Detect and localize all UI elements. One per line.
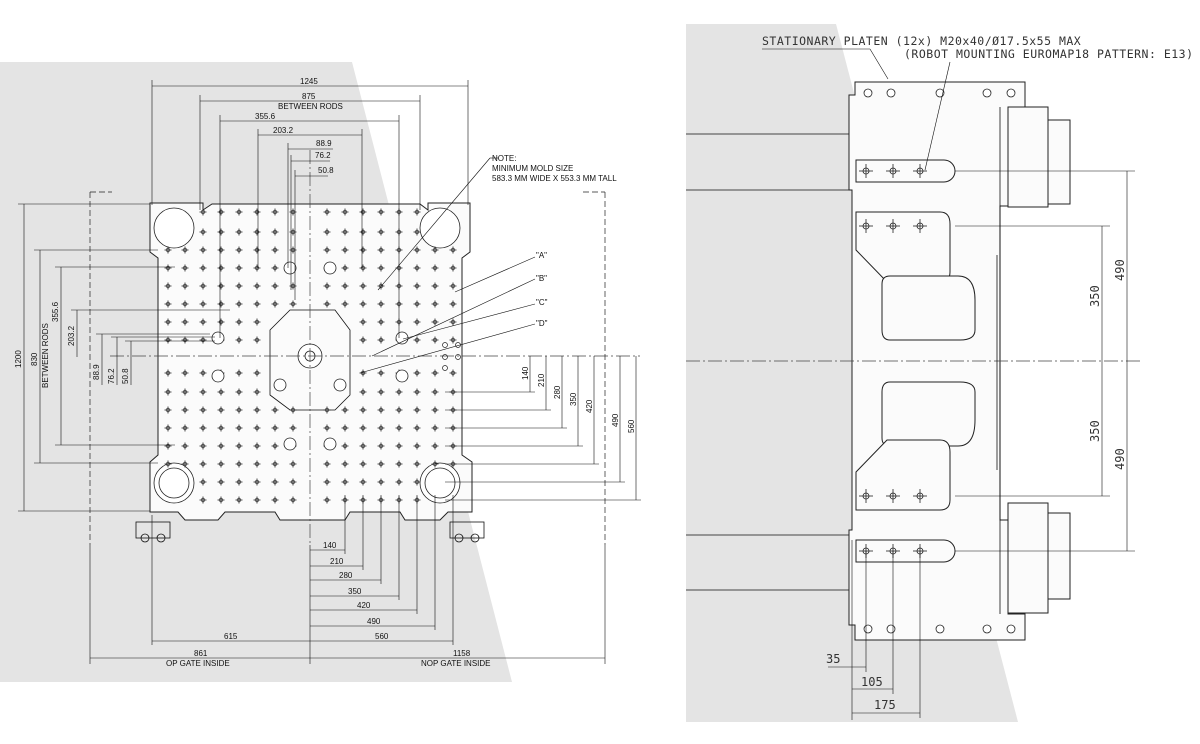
dim-bottom-420: 420	[357, 601, 371, 610]
op-gate-value: 861	[194, 649, 208, 658]
robot-slot-1	[855, 159, 956, 183]
dim-490-lower: 490	[1113, 448, 1127, 470]
locating-ring-pad	[269, 309, 351, 411]
dim-490-upper: 490	[1113, 259, 1127, 281]
dim-830-sub: BETWEEN RODS	[41, 323, 50, 388]
dim-bottom-280: 280	[339, 571, 353, 580]
dim-76-2: 76.2	[315, 151, 331, 160]
note-line-2: 583.3 MM WIDE X 553.3 MM TALL	[492, 174, 617, 183]
callout-d: "D"	[536, 319, 548, 328]
dim-350-upper: 350	[1088, 285, 1102, 307]
top-flange-holes	[863, 88, 1016, 98]
right-bottom-dimensions: 35 105 175	[826, 540, 921, 720]
right-title: STATIONARY PLATEN (12x) M20x40/Ø17.5x55 …	[762, 34, 1194, 171]
nop-gate-value: 1158	[453, 649, 471, 658]
dim-bottom-210: 210	[330, 557, 344, 566]
dim-35: 35	[826, 652, 840, 666]
left-top-dimensions: 1245 875 BETWEEN RODS 355.6 203.2 88.9 7…	[151, 77, 469, 338]
dim-355-6: 355.6	[255, 112, 276, 121]
machine-foot-right	[449, 521, 485, 543]
callout-c: "C"	[536, 298, 548, 307]
dim-right-280: 280	[553, 385, 562, 399]
callout-b: "B"	[536, 274, 547, 283]
dim-right-490: 490	[611, 413, 620, 427]
dim-875: 875	[302, 92, 316, 101]
dim-88-9: 88.9	[316, 139, 332, 148]
dim-50-8: 50.8	[318, 166, 334, 175]
dim-350-lower: 350	[1088, 420, 1102, 442]
dim-bottom-350: 350	[348, 587, 362, 596]
tie-bar-hole-top-left	[153, 207, 195, 249]
dim-1245: 1245	[300, 77, 318, 86]
dim-355-6-left: 355.6	[51, 301, 60, 322]
right-vertical-dimensions: 490 350 350 490	[955, 170, 1135, 552]
tie-bar-hole-top-right	[419, 207, 461, 249]
dim-203-2: 203.2	[273, 126, 294, 135]
dim-bottom-560: 560	[375, 632, 389, 641]
window-cutout-upper	[881, 275, 976, 341]
op-gate-label: OP GATE INSIDE	[166, 659, 230, 668]
left-side-dimensions: 1200 830 BETWEEN RODS 355.6 203.2 88.9 7…	[14, 203, 230, 512]
tie-bar-nut-bottom	[1007, 502, 1049, 614]
note-title: NOTE:	[492, 154, 516, 163]
left-front-view	[89, 150, 640, 545]
gate-dimensions: 615 861 OP GATE INSIDE 1158 NOP GATE INS…	[89, 515, 606, 668]
dim-bottom-140: 140	[323, 541, 337, 550]
dim-830: 830	[30, 352, 39, 366]
robot-slot-3	[855, 439, 951, 511]
dim-615: 615	[224, 632, 238, 641]
dim-50-8-left: 50.8	[121, 368, 130, 384]
tapped-hole-grid	[164, 208, 461, 504]
dim-175: 175	[874, 698, 896, 712]
dim-bottom-490: 490	[367, 617, 381, 626]
title-line-2: (ROBOT MOUNTING EUROMAP18 PATTERN: E13)	[904, 47, 1194, 61]
dim-right-420: 420	[585, 399, 594, 413]
hole-callouts: "A" "B" "C" "D"	[359, 251, 548, 374]
window-cutout-lower	[881, 381, 976, 447]
robot-slot-4	[855, 539, 956, 563]
title-line-1: STATIONARY PLATEN (12x) M20x40/Ø17.5x55 …	[762, 34, 1081, 48]
dim-right-350: 350	[569, 392, 578, 406]
nop-gate-label: NOP GATE INSIDE	[421, 659, 491, 668]
dim-right-560: 560	[627, 419, 636, 433]
dim-105: 105	[861, 675, 883, 689]
dim-76-2-left: 76.2	[107, 368, 116, 384]
right-side-dimensions: 140 210 280 350 420 490 560	[445, 356, 641, 501]
dim-875-sub: BETWEEN RODS	[278, 102, 343, 111]
bottom-dimensions: 140 210 280 350 420 490 560	[309, 495, 454, 664]
right-side-view	[686, 81, 1140, 641]
dim-right-140: 140	[521, 366, 530, 380]
callout-a: "A"	[536, 251, 547, 260]
dim-1200: 1200	[14, 350, 23, 368]
dim-88-9-left: 88.9	[92, 364, 101, 380]
machine-foot-left	[135, 521, 171, 543]
note-line-1: MINIMUM MOLD SIZE	[492, 164, 573, 173]
minimum-mold-note: NOTE: MINIMUM MOLD SIZE 583.3 MM WIDE X …	[377, 154, 617, 291]
tie-bar-nut-top	[1007, 106, 1049, 208]
dim-right-210: 210	[537, 373, 546, 387]
dim-203-2-left: 203.2	[67, 325, 76, 346]
